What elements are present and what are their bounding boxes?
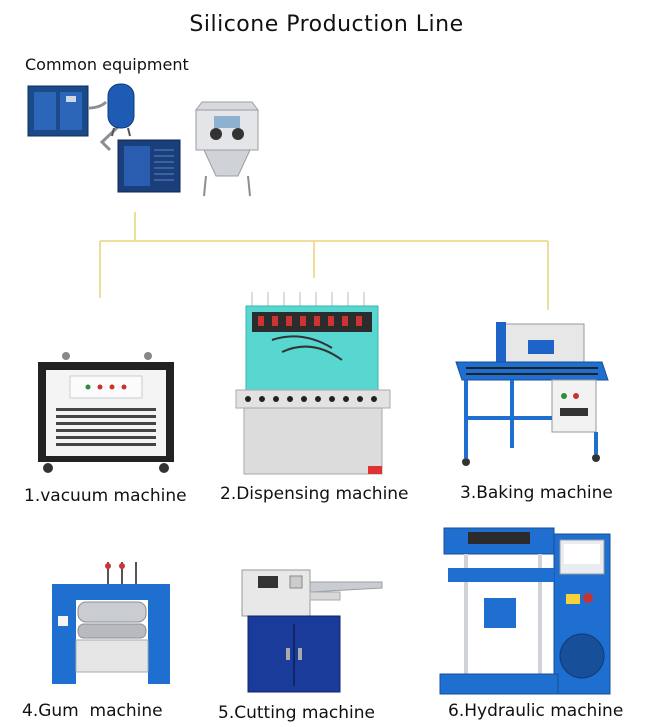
dispensing-machine-illustration (235, 292, 391, 475)
machine-label-hydraulic: 6.Hydraulic machine (448, 701, 624, 721)
vacuum-machine-illustration (38, 352, 174, 473)
common-equipment-group (27, 83, 259, 197)
cutting-machine-illustration (241, 569, 383, 693)
machine-label-cutting: 5.Cutting machine (218, 703, 375, 723)
machine-label-baking: 3.Baking machine (460, 483, 613, 503)
machine-label-vacuum: 1.vacuum machine (24, 486, 187, 506)
air-tank-icon (107, 83, 135, 137)
machine-label-gum: 4.Gum machine (22, 701, 163, 721)
gum-machine-illustration (52, 562, 170, 684)
hydraulic-machine-illustration (439, 527, 611, 695)
baking-machine-illustration (455, 322, 609, 466)
air-compressor-icon (27, 85, 89, 137)
machine-label-dispensing: 2.Dispensing machine (220, 484, 409, 504)
diagram-title: Silicone Production Line (189, 12, 464, 37)
sandblaster-icon (195, 101, 259, 197)
common-equipment-label: Common equipment (25, 55, 189, 74)
air-dryer-icon (117, 139, 181, 193)
